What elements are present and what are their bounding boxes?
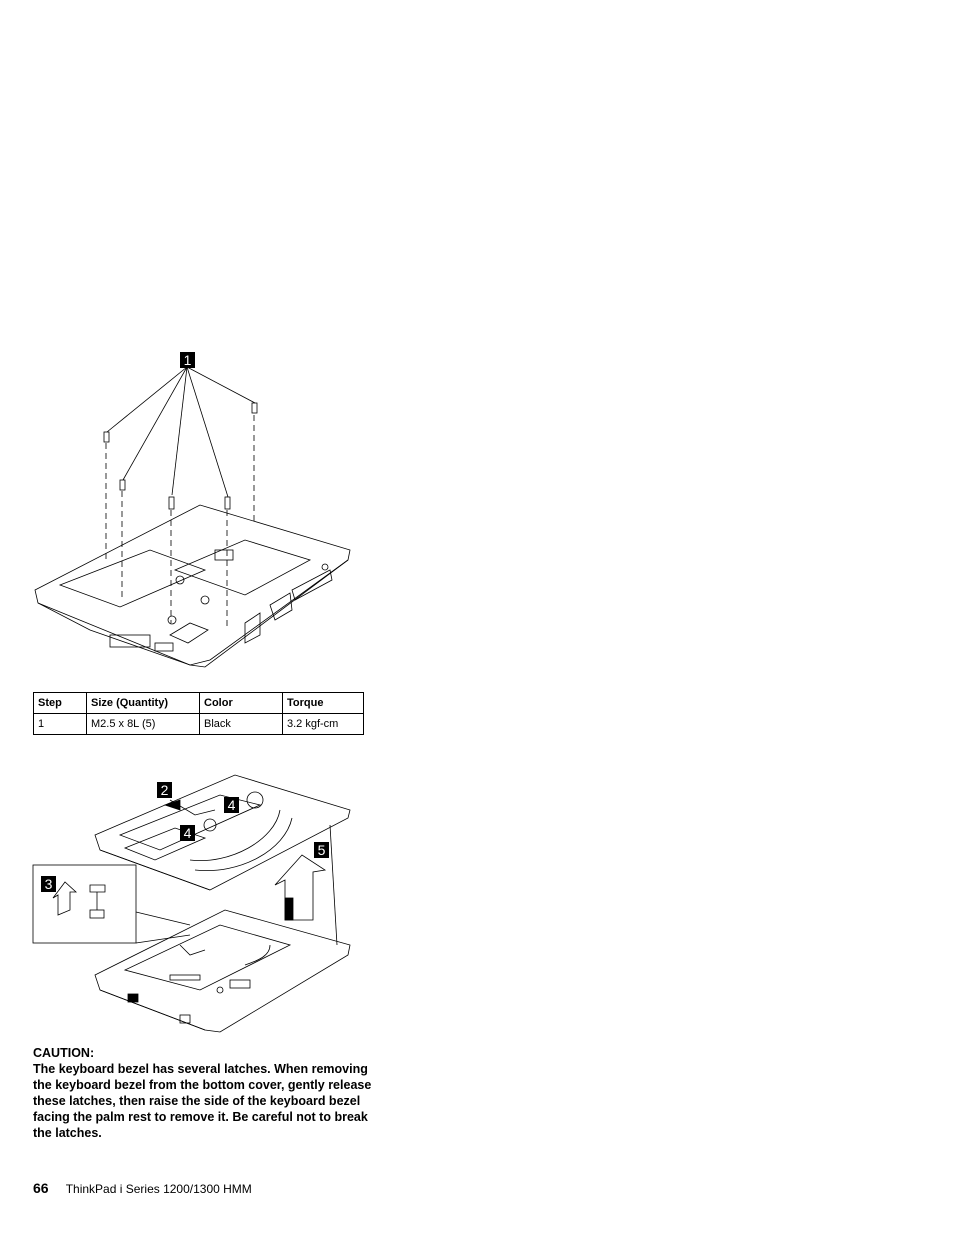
table-cell: 3.2 kgf-cm (282, 713, 364, 735)
table-header-row: Step Size (Quantity) Color Torque (33, 692, 364, 714)
page-footer: 66 ThinkPad i Series 1200/1300 HMM (33, 1180, 252, 1196)
table-cell: M2.5 x 8L (5) (86, 713, 200, 735)
page-number: 66 (33, 1180, 49, 1196)
caution-notice: CAUTION: The keyboard bezel has several … (33, 1045, 373, 1141)
callout-3: 3 (41, 876, 56, 892)
table-header-cell: Size (Quantity) (86, 692, 200, 714)
keyboard-bezel-removal-diagram (32, 774, 351, 1033)
screw-spec-table: Step Size (Quantity) Color Torque 1 M2.5… (33, 692, 364, 735)
caution-body: The keyboard bezel has several latches. … (33, 1062, 372, 1140)
callout-4a: 4 (224, 797, 239, 813)
table-cell: Black (199, 713, 283, 735)
table-cell: 1 (33, 713, 87, 735)
callout-4b: 4 (180, 825, 195, 841)
table-header-cell: Color (199, 692, 283, 714)
caution-heading: CAUTION: (33, 1046, 95, 1060)
table-row: 1 M2.5 x 8L (5) Black 3.2 kgf-cm (33, 713, 364, 735)
callout-5: 5 (314, 842, 329, 858)
document-title: ThinkPad i Series 1200/1300 HMM (65, 1182, 252, 1196)
bottom-cover-screw-diagram (34, 366, 351, 668)
table-header-cell: Torque (282, 692, 364, 714)
callout-1: 1 (180, 352, 195, 368)
table-header-cell: Step (33, 692, 87, 714)
callout-2: 2 (157, 782, 172, 798)
